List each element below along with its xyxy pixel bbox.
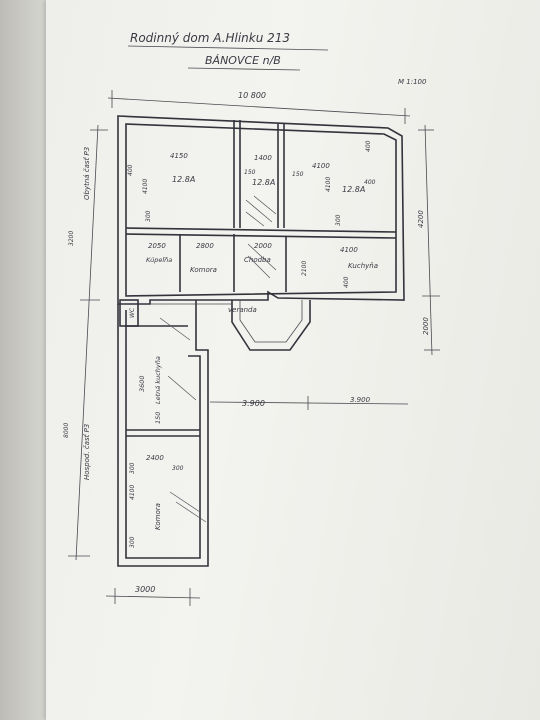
veranda-bay: [231, 300, 311, 351]
outer-wall-lower: [117, 300, 209, 567]
dim-line-middle: [209, 401, 409, 405]
room-komora-upper: 2800 Komora: [190, 242, 217, 274]
dim-right-lower: 2000: [422, 317, 430, 335]
wing-label-upper: Obytná časť P3: [82, 147, 91, 200]
dim-bottom-total: 3000: [135, 585, 155, 594]
dim-top-total: 10 800: [238, 91, 266, 100]
room-dim: 300: [145, 210, 152, 222]
room-dim: 4100: [142, 179, 149, 194]
room-dim: 300: [129, 462, 136, 474]
inner-wall-upper: [125, 123, 397, 297]
paper-sheet: [46, 0, 540, 720]
plan-title: Rodinný dom A.Hlinku 213: [130, 31, 290, 45]
room-dim: 300: [335, 214, 342, 226]
room-letna-kuchyna: 3600 Letná kuchyňa 150: [138, 356, 162, 424]
room-dim: 3600: [138, 375, 146, 392]
room-label: Kúpeľňa: [146, 256, 172, 264]
outer-wall-upper: [117, 115, 405, 305]
wc-label: WC: [129, 307, 136, 318]
room-label: Chodba: [244, 256, 271, 264]
room-kuchyna: 4100 2100 400 Kuchyňa: [301, 246, 378, 288]
room-label: Letná kuchyňa: [154, 356, 162, 404]
room-izba-3: 4100 400 4100 400 300 12.8A: [312, 140, 376, 226]
room-label: Komora: [190, 266, 217, 274]
room-dim: 400: [365, 140, 372, 152]
room-dim: 4100: [312, 162, 330, 170]
title-underline: [127, 45, 329, 51]
room-dim: 150: [244, 169, 256, 176]
dim-left-lower: 8000: [63, 423, 70, 438]
scale-label: M 1:100: [398, 78, 427, 86]
dim-line-right: [424, 124, 433, 356]
room-label: veranda: [228, 306, 257, 314]
room-dim: 2100: [301, 261, 308, 276]
room-dim: 300: [172, 465, 184, 472]
wing-label-lower: Hospod. časť P3: [82, 424, 91, 480]
veranda-bay-inner: [239, 300, 303, 343]
room-dim: 2800: [196, 242, 214, 250]
dim-line-left: [75, 124, 99, 561]
dim-right-upper: 4200: [417, 210, 425, 228]
dim-mid-right: 3.900: [350, 396, 371, 404]
room-kupelna: 2050 Kúpeľňa: [146, 242, 172, 264]
wc-room: [119, 299, 139, 327]
room-izba-1: 4150 4100 300 12.8A 400: [127, 152, 195, 222]
room-dim: 2000: [254, 242, 272, 250]
room-dim: 4150: [170, 152, 188, 160]
dim-mid-left: 3.900: [242, 399, 265, 408]
plan-subtitle: BÁNOVCE n/B: [205, 54, 281, 67]
room-dim: 300: [129, 536, 136, 548]
room-veranda: veranda: [228, 306, 257, 314]
room-izba-2: 1400 150 12.8A 150: [244, 154, 304, 187]
room-dim: 4100: [129, 485, 136, 500]
room-chodba: 2000 Chodba: [244, 242, 272, 264]
dim-line-bottom: [105, 595, 201, 599]
room-dim: 4100: [340, 246, 358, 254]
stair-hatch: [159, 195, 277, 523]
subtitle-underline: [187, 67, 301, 71]
dim-line-top: [107, 97, 411, 117]
page-edge: [0, 0, 46, 720]
room-dim: 150: [292, 171, 304, 178]
room-mark: 12.8A: [172, 175, 195, 184]
room-dim: 400: [364, 179, 376, 186]
room-mark: 12.8A: [252, 178, 275, 187]
room-komora-lower: 2400 300 4100 300 300 Komora: [129, 454, 184, 548]
room-dim: 400: [127, 164, 134, 176]
room-mark: 12.8A: [342, 185, 365, 194]
inner-wall-lower: [125, 310, 201, 559]
partition: [125, 227, 397, 233]
room-dim: 400: [343, 276, 350, 288]
room-dim: 2050: [148, 242, 166, 250]
room-dim: 1400: [254, 154, 272, 162]
room-label: Komora: [154, 503, 162, 530]
partition: [125, 233, 397, 239]
room-label: Kuchyňa: [348, 262, 378, 270]
dim-left-upper: 3200: [68, 231, 75, 246]
room-dim: 2400: [146, 454, 164, 462]
room-dim: 4100: [325, 177, 332, 192]
room-dim: 150: [154, 412, 162, 424]
